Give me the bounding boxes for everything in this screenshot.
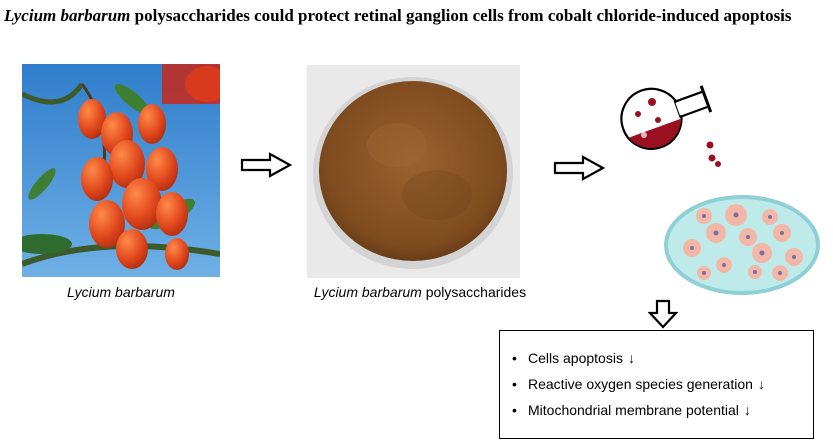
figure-title: Lycium barbarum polysaccharides could pr… (4, 6, 804, 26)
flask-icon (620, 85, 721, 167)
right-arrow-icon (240, 152, 292, 178)
polysaccharides-caption: Lycium barbarum polysaccharides (270, 284, 570, 300)
list-item: • Mitochondrial membrane potential↓ (512, 397, 813, 423)
down-arrow-icon: ↓ (757, 376, 765, 392)
down-arrow-icon: ↓ (627, 350, 635, 366)
title-italic: Lycium barbarum (4, 6, 131, 25)
list-item: • Cells apoptosis↓ (512, 345, 813, 371)
result-text: Mitochondrial membrane potential (528, 402, 739, 418)
lycium-barbarum-photo (22, 64, 220, 277)
down-arrow-icon: ↓ (743, 402, 751, 418)
caption-berry-text: Lycium barbarum (67, 284, 175, 300)
bullet-icon: • (512, 376, 517, 392)
petri-dish-icon (664, 195, 820, 295)
right-arrow-icon (553, 155, 605, 181)
results-box: •Cells apoptosis↓ •Reactive oxygen speci… (499, 330, 814, 439)
bullet-icon: • (512, 350, 517, 366)
result-text: Cells apoptosis (528, 350, 623, 366)
results-list: •Cells apoptosis↓ •Reactive oxygen speci… (512, 345, 813, 423)
down-arrow-icon (648, 299, 678, 329)
list-item: • Reactive oxygen species generation↓ (512, 371, 813, 397)
bullet-icon: • (512, 402, 517, 418)
caption-powder-rest: polysaccharides (421, 284, 527, 300)
lycium-barbarum-caption: Lycium barbarum (22, 284, 220, 300)
title-rest: polysaccharides could protect retinal ga… (130, 6, 792, 25)
result-text: Reactive oxygen species generation (528, 376, 753, 392)
caption-powder-italic: Lycium barbarum (313, 284, 422, 300)
polysaccharides-powder-photo (307, 65, 520, 278)
